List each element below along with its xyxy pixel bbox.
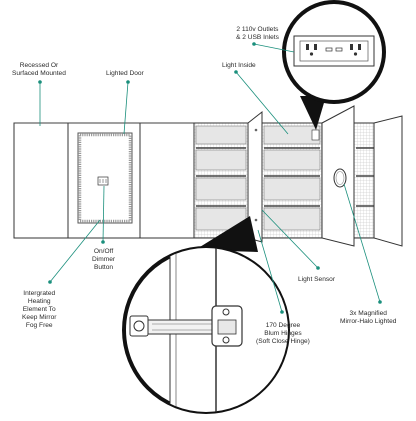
callout-hinges-line3: (Soft Close Hinge)	[256, 338, 310, 345]
callout-outlets-line1: 2 110v Outlets	[236, 26, 279, 33]
callout-lighted-door-line1: Lighted Door	[106, 70, 144, 77]
callout-outlets: 2 110v Outlets & 2 USB Inlets	[236, 26, 279, 42]
callout-leaders	[38, 42, 382, 314]
callout-heating-line2: Heating	[27, 298, 51, 305]
callout-light-inside-line1: Light Inside	[222, 62, 256, 69]
open-door-left	[247, 110, 263, 243]
callout-light-inside: Light Inside	[222, 62, 256, 70]
callout-recessed: Recessed Or Surfaced Mounted	[12, 62, 66, 78]
callout-hinges-line1: 170 Degree	[265, 322, 301, 329]
callout-heating-line4: Keep Mirror	[22, 314, 57, 321]
callout-light-sensor-line1: Light Sensor	[298, 276, 336, 283]
interior-compartment-right	[261, 122, 323, 239]
callout-dimmer-line1: On/Off	[93, 248, 114, 255]
blum-hinge-icon	[129, 305, 243, 347]
callout-heating-line1: Intergrated	[23, 290, 56, 297]
callout-heating-line5: Fog Free	[25, 322, 53, 329]
callout-dimmer-line3: Button	[94, 264, 114, 271]
callout-light-sensor: Light Sensor	[298, 276, 335, 284]
lighted-door	[77, 132, 133, 224]
callout-hinges: 170 Degree Blum Hinges (Soft Close Hinge…	[256, 322, 310, 346]
usb-port-icon	[325, 47, 343, 52]
open-door-far-right	[373, 115, 403, 247]
callout-dimmer-line2: Dimmer	[92, 256, 116, 263]
outlet-icon	[311, 129, 320, 141]
outlet-detail-zoom	[282, 0, 386, 130]
outlet-plug-icon-2	[350, 44, 361, 56]
callout-hinges-line2: Blum Hinges	[264, 330, 302, 337]
callout-recessed-line2: Surfaced Mounted	[12, 70, 66, 77]
outlet-plug-icon	[306, 44, 317, 56]
callout-magnified-line2: Mirror-Halo Lighted	[340, 318, 397, 325]
callout-recessed-line1: Recessed Or	[19, 62, 59, 69]
callout-magnified-line1: 3x Magnified	[349, 310, 387, 317]
callout-magnified: 3x Magnified Mirror-Halo Lighted	[340, 310, 396, 326]
interior-compartment-far-right	[353, 122, 375, 239]
callout-dimmer: On/Off Dimmer Button	[92, 248, 115, 272]
open-door-mirror	[321, 105, 355, 247]
callout-outlets-line2: & 2 USB Inlets	[236, 34, 279, 41]
callout-heating-line3: Element To	[22, 306, 56, 313]
hinge-detail-zoom	[122, 216, 290, 414]
interior-compartment-left	[193, 122, 249, 239]
callout-lighted-door: Lighted Door	[106, 70, 144, 78]
callout-heating: Intergrated Heating Element To Keep Mirr…	[22, 290, 56, 330]
